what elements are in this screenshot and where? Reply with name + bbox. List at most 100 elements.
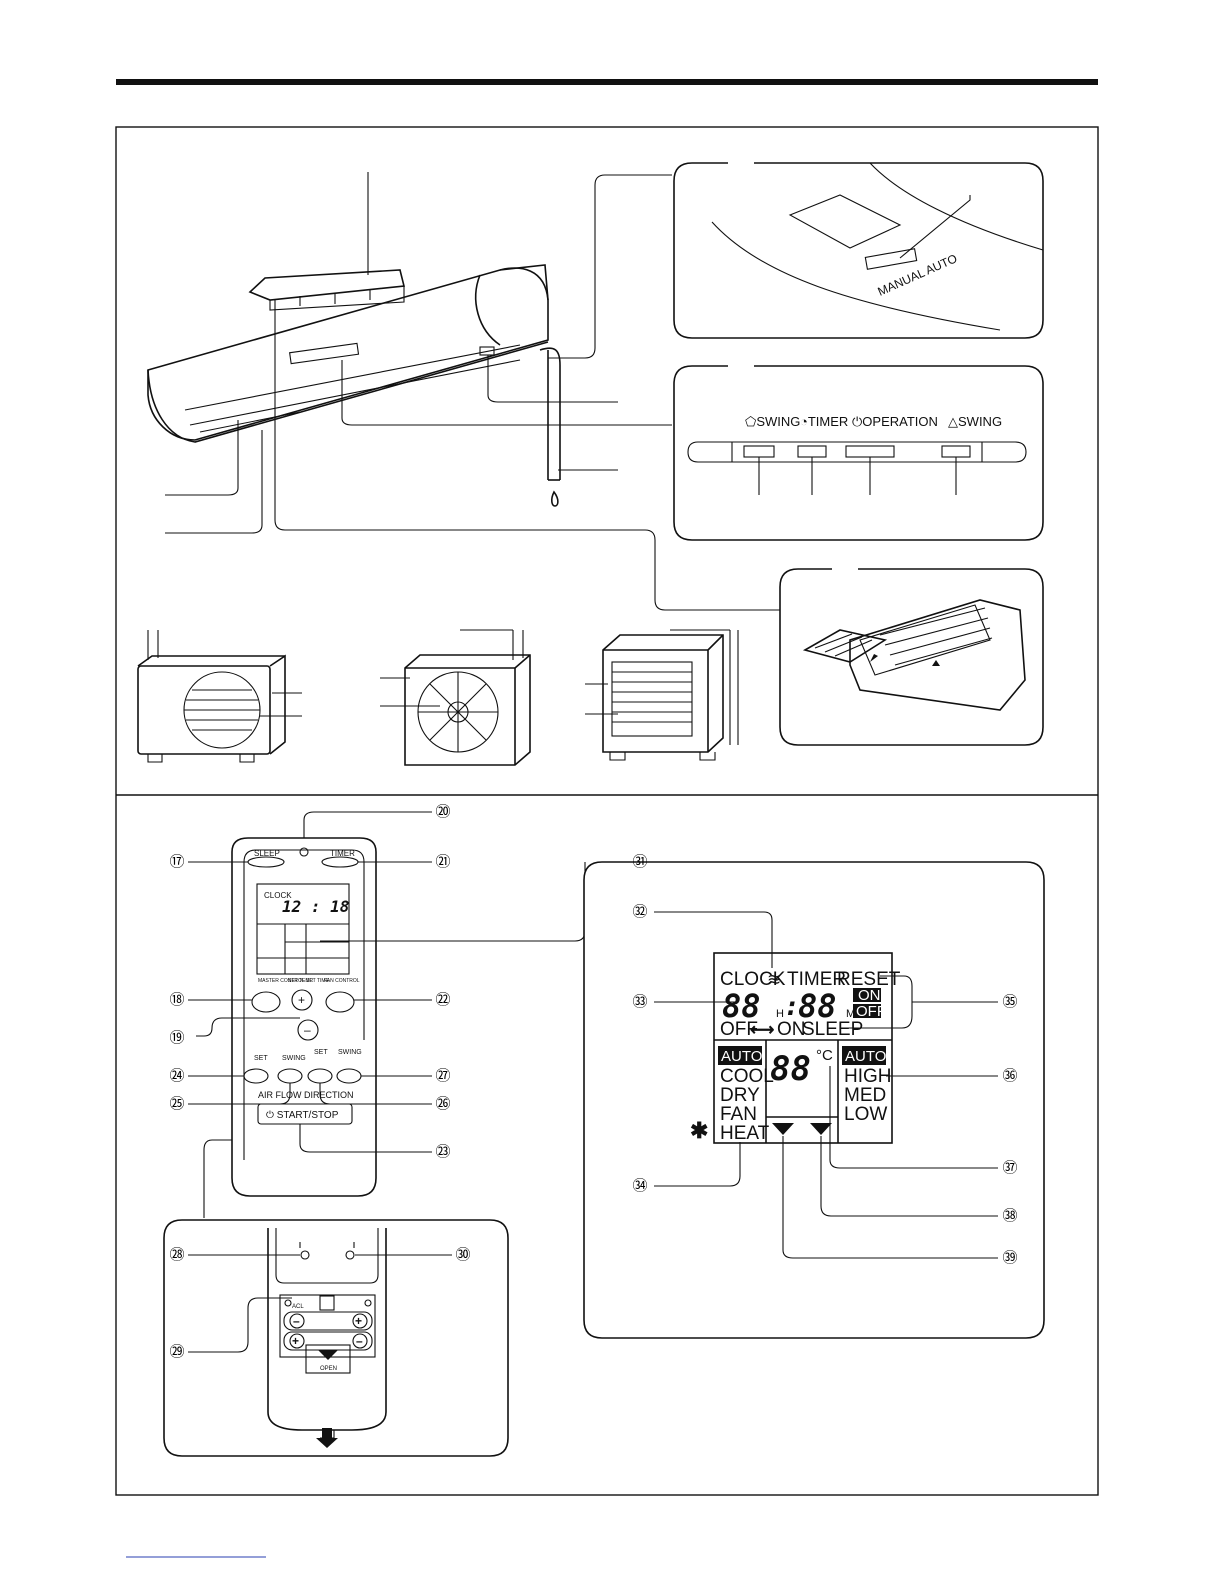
- lcd-signal-icon: ≋: [767, 970, 781, 989]
- horizontal-set-button[interactable]: [307, 1068, 333, 1084]
- lcd-temp-digits: 88: [770, 1049, 811, 1089]
- lcd-reset: RESET: [837, 969, 901, 990]
- header-rule: [116, 79, 1098, 85]
- set2-label: SET: [314, 1049, 328, 1056]
- lcd-med: MED: [844, 1085, 886, 1106]
- lcd-clock: CLOCK: [720, 969, 786, 990]
- lcd-on-word: ON: [777, 1019, 806, 1040]
- remote-display: [256, 883, 350, 975]
- remote-timer-button[interactable]: [321, 856, 359, 868]
- set-time-label: SET TIME: [306, 978, 330, 984]
- callout-35: ㉟: [1002, 994, 1017, 1011]
- callout-21: ㉑: [435, 854, 450, 871]
- lcd-asterisk: ✱: [690, 1118, 708, 1143]
- lcd-mode-auto: AUTO: [721, 1048, 762, 1065]
- callout-36: ㊱: [1002, 1068, 1017, 1085]
- master-control-button[interactable]: [251, 991, 281, 1013]
- lcd-hour-digits: 88: [722, 987, 761, 1025]
- operation-label: ⏻OPERATION: [852, 414, 938, 429]
- vertical-set-button[interactable]: [243, 1068, 269, 1084]
- start-stop-button[interactable]: [257, 1103, 353, 1125]
- vertical-swing-button[interactable]: [277, 1068, 303, 1084]
- lcd-triangle-right: [810, 1123, 832, 1135]
- remote-clock-label: CLOCK: [264, 891, 292, 900]
- open-label: OPEN: [320, 1366, 337, 1372]
- remote-sleep-button[interactable]: [247, 856, 285, 868]
- manual-auto-panel: MANUAL AUTO: [673, 156, 1044, 339]
- lcd-sleep: SLEEP: [802, 1019, 863, 1040]
- remote-leaders: [188, 811, 586, 1218]
- swing-label: SWING: [282, 1055, 306, 1062]
- callout-34: ㉞: [632, 1178, 647, 1195]
- lcd-colon: :: [784, 992, 800, 1022]
- minus-button[interactable]: [297, 1019, 319, 1041]
- svg-text:+: +: [355, 1314, 362, 1328]
- horizontal-swing-button[interactable]: [336, 1068, 362, 1084]
- lcd-high: HIGH: [844, 1066, 892, 1087]
- lcd-heat: HEAT: [720, 1123, 770, 1144]
- lcd-arrow: ⟷: [750, 1020, 774, 1039]
- swing-left-label: ⬠SWING: [745, 414, 800, 429]
- lcd-cool: COOL: [720, 1066, 774, 1087]
- lcd-on: ON: [858, 987, 881, 1004]
- set-temp-label: SET TEMP.: [288, 978, 314, 984]
- callout-20: ⑳: [435, 804, 450, 821]
- callout-38: ㊳: [1002, 1208, 1017, 1225]
- callouts: ⑳ ⑰ ㉑ ⑱ ㉒ ⑲ ㉔ ㉗ ㉕ ㉖ ㉓ ㉘ ㉚ ㉙ ㉛ ㉜ ㉝ ㉟ ㊱ ㊲ …: [169, 804, 1017, 1361]
- callout-25: ㉕: [169, 1096, 184, 1113]
- callout-17: ⑰: [169, 854, 184, 871]
- filter-panel: [779, 562, 1044, 746]
- lcd-dry: DRY: [720, 1085, 760, 1106]
- remote-sleep-label: SLEEP: [254, 849, 280, 858]
- outdoor-unit-2: [380, 629, 531, 766]
- lcd-frame: [713, 952, 893, 1144]
- lcd-fan-auto-badge: [842, 1046, 886, 1065]
- outdoor-unit-3: [585, 629, 739, 761]
- callout-37: ㊲: [1002, 1160, 1017, 1177]
- remote-timer-label: TIMER: [330, 849, 355, 858]
- svg-text:–: –: [293, 1314, 300, 1328]
- fan-control-button[interactable]: [325, 991, 355, 1013]
- plus-button[interactable]: [291, 989, 313, 1011]
- callout-24: ㉔: [169, 1068, 184, 1085]
- minus-symbol: –: [304, 1023, 311, 1037]
- start-stop-label: ⏻ START/STOP: [266, 1110, 339, 1121]
- battery-panel: ACL – + + – OPEN: [163, 1219, 509, 1457]
- lcd-off-word: OFF: [720, 1019, 758, 1040]
- lcd-h: H: [776, 1008, 784, 1020]
- lcd-on-badge: [853, 988, 881, 1002]
- callout-28: ㉘: [169, 1247, 184, 1264]
- swing-right-label: △SWING: [948, 414, 1002, 429]
- remote-control: SLEEP TIMER CLOCK 12 : 18 MASTER CONTROL…: [231, 837, 377, 1197]
- lcd-m: M: [846, 1008, 855, 1020]
- callout-30: ㉚: [455, 1247, 470, 1264]
- remote-clock-time: 12 : 18: [282, 897, 349, 916]
- timer-label: ◔TIMER: [800, 414, 848, 429]
- callout-32: ㉜: [632, 904, 647, 921]
- callout-19: ⑲: [169, 1030, 184, 1047]
- outdoor-unit-1: [137, 630, 302, 763]
- lcd-off: OFF: [856, 1003, 886, 1020]
- callout-31: ㉛: [632, 854, 647, 871]
- swing2-label: SWING: [338, 1049, 362, 1056]
- callout-39: ㊴: [1002, 1250, 1017, 1267]
- lcd-celsius: °C: [816, 1047, 833, 1064]
- lcd-timer: TIMER: [787, 969, 846, 990]
- set-label: SET: [254, 1055, 268, 1062]
- lcd-panel: CLOCK ≋ TIMER RESET 88 H : 88 M ON OFF O…: [583, 861, 1045, 1339]
- callout-26: ㉖: [435, 1096, 450, 1113]
- lcd-low: LOW: [844, 1104, 887, 1125]
- operation-panel: ⬠SWING ◔TIMER ⏻OPERATION △SWING: [673, 359, 1044, 541]
- indoor-unit: [147, 264, 561, 507]
- callout-29: ㉙: [169, 1344, 184, 1361]
- air-flow-direction-label: AIR FLOW DIRECTION: [258, 1090, 354, 1100]
- master-control-label: MASTER CONTROL: [258, 978, 305, 984]
- callout-22: ㉒: [435, 992, 450, 1009]
- indoor-leaders: [165, 172, 780, 611]
- lcd-fan: FAN: [720, 1104, 757, 1125]
- callout-27: ㉗: [435, 1068, 450, 1085]
- acl-label: ACL: [292, 1304, 304, 1310]
- svg-text:+: +: [292, 1334, 299, 1348]
- lcd-mode-auto-badge: [718, 1046, 762, 1065]
